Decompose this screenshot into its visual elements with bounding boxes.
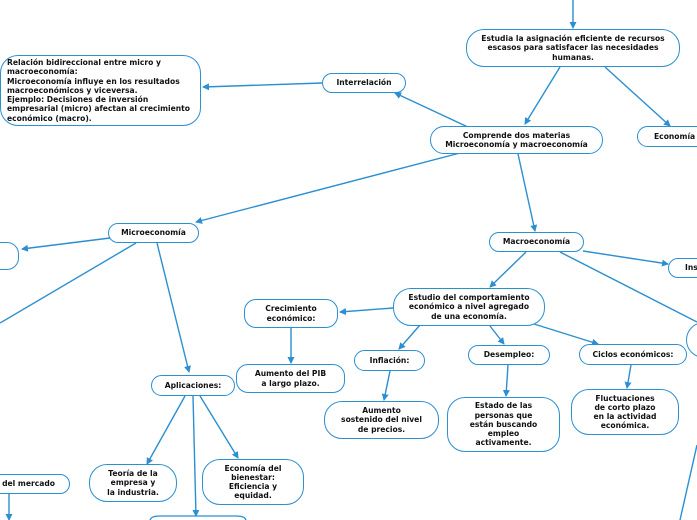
arrow-comprende-to-interrelacion: [394, 92, 471, 129]
node-left-partial: [0, 242, 19, 270]
node-fluctuaciones: Fluctuaciones de corto plazo en la activ…: [571, 389, 679, 435]
node-microeconomia-text: Microeconomía: [121, 228, 186, 238]
line-macro-to-right: [559, 251, 697, 323]
node-macroeconomia-text: Macroeconomía: [502, 237, 571, 247]
node-relacion-text: Relación bidireccional entre micro y mac…: [7, 58, 190, 123]
node-aumento-precios: Aumento sostenido del nivel de precios.: [324, 401, 439, 439]
arrow-aplicaciones-to-bienestar: [199, 395, 239, 459]
arrow-aplicaciones-to-teoria: [146, 395, 186, 465]
node-crecimiento: Crecimiento económico:: [244, 299, 338, 328]
arrow-estudio-to-ciclos: [533, 323, 599, 346]
node-desempleo-text: Desempleo:: [483, 350, 535, 360]
arrow-estudio-to-inflacion: [398, 324, 421, 350]
node-inflacion: Inflación:: [354, 350, 425, 371]
node-microeconomia: Microeconomía: [108, 223, 199, 243]
node-mercado: o del mercado: [0, 474, 70, 494]
node-aplicaciones-text: Aplicaciones:: [164, 380, 222, 390]
arrow-aplicaciones-to-bottom: [192, 395, 200, 517]
arrow-estudia-to-economia-p: [604, 66, 671, 127]
node-estudio-comportamiento-text: Estudio del comportamiento económico a n…: [408, 293, 530, 321]
arrow-macro-to-ins: [582, 250, 669, 267]
node-aplicaciones: Aplicaciones:: [151, 375, 235, 396]
arrow-estudio-to-crecimiento: [339, 307, 394, 316]
node-aumento-precios-text: Aumento sostenido del nivel de precios.: [341, 406, 422, 434]
node-comprende: Comprende dos materias Microeconomía y m…: [430, 126, 603, 154]
node-inflacion-text: Inflación:: [369, 355, 410, 365]
line-right-bottom: [679, 444, 697, 520]
arrow-desempleo-to-estado: [502, 364, 510, 397]
node-teoria-empresa-text: Teoría de la empresa y la industria.: [107, 469, 159, 497]
node-relacion: Relación bidireccional entre micro y mac…: [0, 55, 201, 126]
node-desempleo: Desempleo:: [468, 345, 550, 365]
line-micro-to-lower-left: [0, 242, 137, 324]
arrow-ciclos-to-fluctuaciones: [624, 364, 632, 389]
node-estudia-text: Estudia la asignación eficiente de recur…: [481, 34, 665, 62]
node-ins-text: Ins: [685, 263, 697, 273]
node-teoria-empresa: Teoría de la empresa y la industria.: [89, 464, 177, 502]
arrow-comprende-to-micro: [195, 152, 461, 224]
node-economia-bienestar-text: Economía del bienestar: Eficiencia y equ…: [224, 463, 282, 501]
node-aumento-pib-text: Aumento del PIB a largo plazo.: [254, 369, 327, 388]
node-comprende-text: Comprende dos materias Microeconomía y m…: [445, 130, 588, 149]
partial-node-bottom-center: [149, 515, 247, 520]
node-ins: Ins: [668, 258, 697, 278]
node-estado-personas: Estado de las personas que están buscand…: [447, 397, 560, 452]
node-economia-bienestar: Economía del bienestar: Eficiencia y equ…: [202, 459, 304, 505]
node-ciclos: Ciclos económicos:: [579, 344, 687, 365]
arrow-macro-to-estudio: [489, 251, 527, 288]
node-crecimiento-text: Crecimiento económico:: [265, 304, 317, 323]
node-interrelacion-text: Interrelación: [336, 78, 392, 88]
node-ciclos-text: Ciclos económicos:: [592, 349, 674, 359]
node-aumento-pib: Aumento del PIB a largo plazo.: [236, 364, 345, 393]
arrow-micro-to-aplicaciones: [156, 242, 191, 373]
node-macroeconomia: Macroeconomía: [489, 232, 584, 252]
arrow-comprende-to-macro: [517, 153, 538, 232]
node-fluctuaciones-text: Fluctuaciones de corto plazo en la activ…: [593, 393, 657, 431]
arrow-inflacion-to-precios: [381, 370, 391, 401]
arrow-interrelacion-to-relacion: [202, 82, 323, 91]
node-economia-p-text: Economía p: [654, 131, 696, 141]
node-estado-personas-text: Estado de las personas que están buscand…: [469, 401, 538, 448]
node-interrelacion: Interrelación: [322, 73, 406, 93]
node-mercado-text: o del mercado: [0, 479, 55, 489]
node-estudia: Estudia la asignación eficiente de recur…: [466, 29, 680, 67]
node-economia-p: Economía p: [637, 126, 697, 147]
node-estudio-comportamiento: Estudio del comportamiento económico a n…: [393, 288, 545, 326]
arrow-estudio-to-desempleo: [489, 325, 505, 345]
arrow-micro-to-left: [21, 237, 111, 252]
arrow-estudia-to-comprende: [524, 66, 561, 125]
